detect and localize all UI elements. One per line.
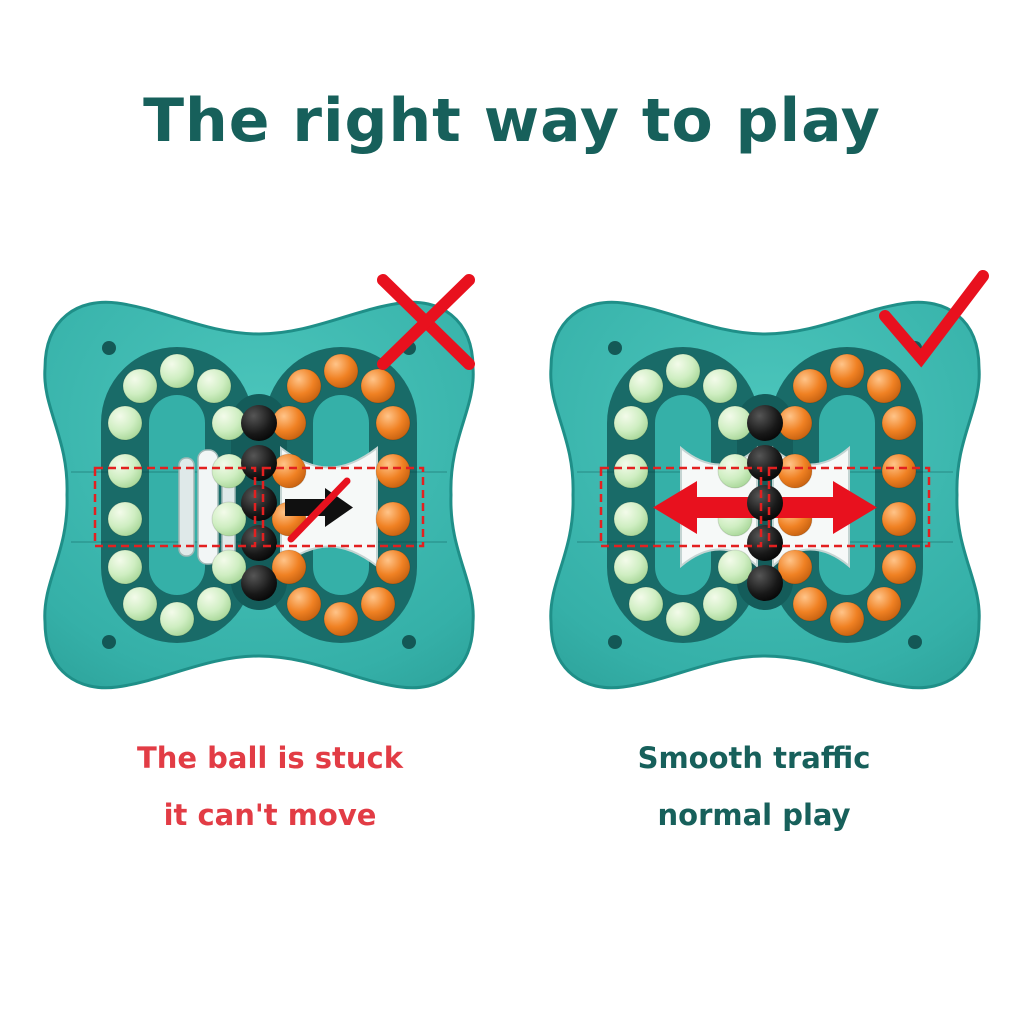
caption-stuck: The ball is stuck it can't move <box>28 730 512 843</box>
orange-beads <box>777 353 917 637</box>
cross-mark-icon <box>377 274 475 370</box>
toys-row <box>0 268 1024 700</box>
check-mark-icon <box>879 270 989 368</box>
corner-screws <box>102 341 416 649</box>
page-title: The right way to play <box>143 86 881 156</box>
black-beads <box>241 405 277 601</box>
toy-illustration-smooth <box>549 270 989 690</box>
caption-smooth: Smooth traffic normal play <box>512 730 996 843</box>
green-beads <box>107 353 247 637</box>
blocked-arrow-icon <box>285 477 353 543</box>
orange-beads <box>271 353 411 637</box>
caption-line: it can't move <box>163 797 377 832</box>
caption-line: Smooth traffic <box>637 741 871 775</box>
green-beads <box>613 353 753 637</box>
caption-line: normal play <box>657 797 851 832</box>
black-beads <box>747 405 783 601</box>
captions-row: The ball is stuck it can't move Smooth t… <box>0 730 1024 843</box>
move-arrows-icon <box>653 481 877 534</box>
highlight-dashed-outline <box>599 466 931 548</box>
toy-illustration-stuck <box>43 274 475 690</box>
caption-line: The ball is stuck <box>136 741 404 775</box>
left-track-island <box>149 395 205 595</box>
highlight-dashed-outline <box>93 466 425 548</box>
